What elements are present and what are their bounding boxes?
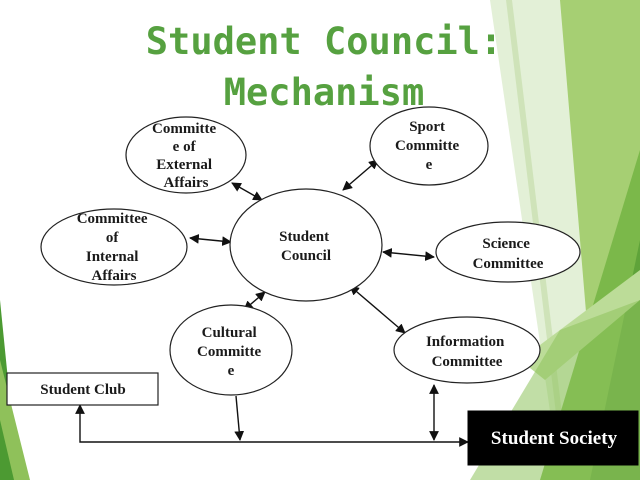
node-science: Science Committee	[435, 221, 581, 283]
node-science-line2: Committee	[473, 256, 544, 272]
node-student-club-label: Student Club	[40, 382, 125, 398]
node-external-affairs: Committe e of External Affairs	[125, 116, 247, 194]
node-information-line1: Information	[426, 334, 505, 350]
node-external-affairs-line3: External	[156, 157, 212, 173]
svg-text:Science Committee: Science Committee	[473, 236, 544, 272]
page-title-line2: Mechanism	[223, 71, 425, 114]
arrow-cultural-down	[234, 395, 245, 441]
node-sport-line3: e	[426, 157, 433, 173]
svg-text:Student Council: Student Council	[279, 229, 333, 264]
svg-text:Sport Committe: Sport Committe e	[395, 119, 463, 173]
node-external-affairs-line1: Committe	[152, 121, 216, 137]
svg-text:Committe e of: Committe e of External Affairs	[152, 121, 220, 191]
node-sport-line2: Committe	[395, 138, 459, 154]
page-title-line1: Student Council:	[145, 20, 503, 63]
node-internal-affairs-line2: of	[106, 230, 120, 246]
arrow-center-information	[349, 285, 406, 334]
node-center-student-council: Student Council	[229, 188, 383, 302]
arrow-center-internal	[189, 233, 232, 247]
svg-text:Cultural Committe: Cultural Committe e	[197, 325, 265, 379]
node-student-society-label: Student Society	[491, 428, 618, 449]
node-cultural-line2: Committe	[197, 344, 261, 360]
node-science-line1: Science	[482, 236, 530, 252]
arrow-center-sport	[342, 159, 379, 191]
node-internal-affairs: Committee of Internal Affairs	[40, 208, 188, 286]
node-external-affairs-line4: Affairs	[164, 175, 209, 191]
node-internal-affairs-line1: Committee	[77, 211, 148, 227]
svg-text:Information Committee: Information Committee	[426, 334, 508, 370]
node-center-line2: Council	[281, 248, 331, 264]
node-information: Information Committee	[393, 316, 541, 384]
node-sport-line1: Sport	[409, 119, 445, 135]
node-information-line2: Committee	[432, 354, 503, 370]
node-external-affairs-line2: e of	[173, 139, 197, 155]
connector-bus	[75, 404, 469, 447]
node-internal-affairs-line3: Internal	[86, 249, 139, 265]
node-student-society: Student Society	[467, 410, 639, 466]
node-cultural: Cultural Committe e	[169, 304, 293, 396]
svg-text:Committee of I: Committee of Internal Affairs	[77, 211, 152, 284]
node-student-club: Student Club	[6, 372, 159, 406]
node-cultural-line1: Cultural	[202, 325, 257, 341]
node-sport: Sport Committe e	[369, 106, 489, 186]
node-cultural-line3: e	[228, 363, 235, 379]
node-internal-affairs-line4: Affairs	[92, 268, 137, 284]
arrow-center-science	[382, 247, 435, 262]
arrow-center-external	[231, 182, 263, 201]
node-center-line1: Student	[279, 229, 329, 245]
